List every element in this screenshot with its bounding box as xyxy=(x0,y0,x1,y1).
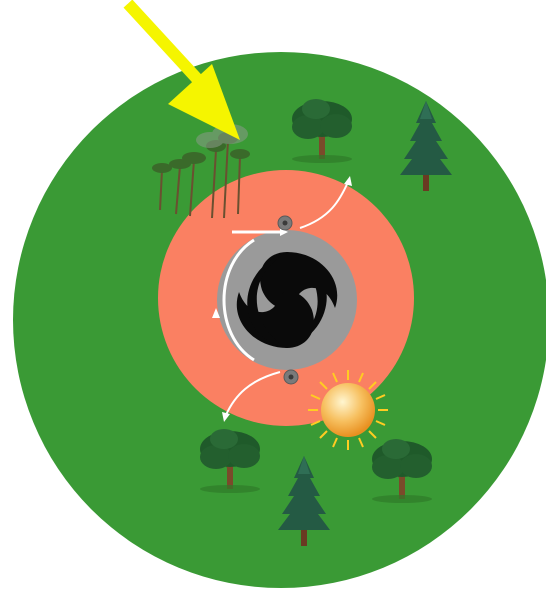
forest-cycle-diagram xyxy=(0,0,546,595)
